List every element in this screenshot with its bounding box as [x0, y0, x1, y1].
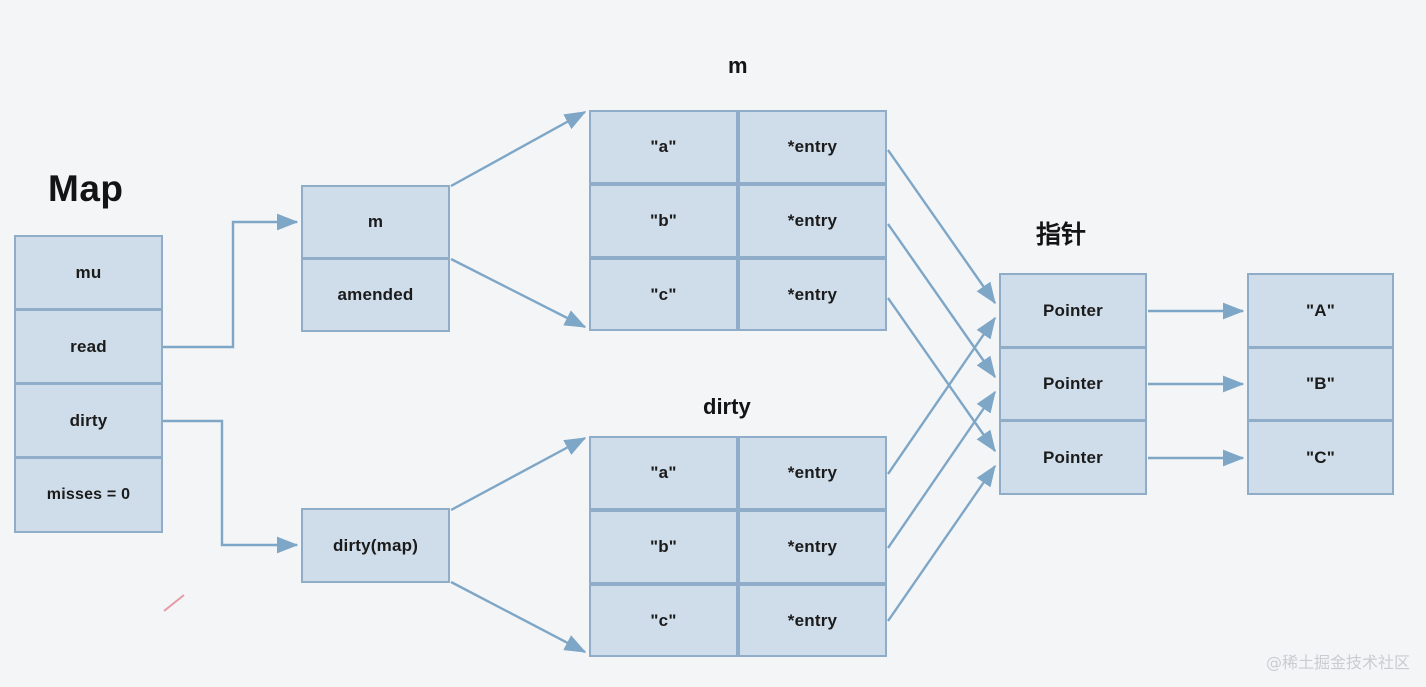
- map-field-mu[interactable]: mu: [14, 235, 163, 310]
- read-field-amended[interactable]: amended: [301, 258, 450, 332]
- m-table-row-0-key[interactable]: "a": [589, 110, 738, 184]
- value-cell-b[interactable]: "B": [1247, 347, 1394, 421]
- wire-dirtystruct-to-dirtytable-top: [450, 436, 587, 512]
- m-table-row-2-key[interactable]: "c": [589, 258, 738, 331]
- dirty-table-title: dirty: [703, 394, 751, 419]
- m-table-row-1-value[interactable]: *entry: [738, 184, 887, 258]
- wire-read-to-m-struct: [163, 213, 299, 349]
- wire-mstruct-to-mtable-bottom: [450, 257, 587, 329]
- dirty-table-row-2-key[interactable]: "c": [589, 584, 738, 657]
- dirty-field-dirtymap[interactable]: dirty(map): [301, 508, 450, 583]
- map-field-dirty[interactable]: dirty: [14, 383, 163, 458]
- pointer-cell-0[interactable]: Pointer: [999, 273, 1147, 348]
- map-field-read[interactable]: read: [14, 309, 163, 384]
- dirty-table-row-1-value[interactable]: *entry: [738, 510, 887, 584]
- site-watermark: @稀土掘金技术社区: [1265, 653, 1410, 672]
- m-table-row-0-value[interactable]: *entry: [738, 110, 887, 184]
- pointer-column-title: 指针: [1036, 220, 1087, 249]
- wire-m-entry-a-to-pointer-1: [887, 149, 996, 305]
- wire-dirtystruct-to-dirtytable-bottom: [450, 580, 587, 654]
- read-field-m[interactable]: m: [301, 185, 450, 259]
- m-table-row-1-key[interactable]: "b": [589, 184, 738, 258]
- wire-dirty-entry-c-to-pointer-3: [887, 464, 996, 622]
- wire-m-entry-c-to-pointer-3: [887, 297, 996, 453]
- wire-dirty-to-dirtymap-struct: [163, 419, 299, 554]
- map-title: Map: [48, 168, 124, 209]
- wire-dirty-entry-b-to-pointer-2: [887, 390, 996, 549]
- wire-m-entry-b-to-pointer-2: [887, 223, 996, 379]
- ink-scribble-mark: [163, 594, 185, 612]
- pointer-cell-1[interactable]: Pointer: [999, 347, 1147, 421]
- value-cell-c[interactable]: "C": [1247, 420, 1394, 495]
- wire-dirty-entry-a-to-pointer-1: [887, 316, 996, 475]
- m-table-row-2-value[interactable]: *entry: [738, 258, 887, 331]
- pointer-cell-2[interactable]: Pointer: [999, 420, 1147, 495]
- dirty-table-row-0-value[interactable]: *entry: [738, 436, 887, 510]
- dirty-table-row-0-key[interactable]: "a": [589, 436, 738, 510]
- dirty-table-row-2-value[interactable]: *entry: [738, 584, 887, 657]
- map-field-misses[interactable]: misses = 0: [14, 457, 163, 533]
- value-cell-a[interactable]: "A": [1247, 273, 1394, 348]
- m-table-title: m: [728, 53, 748, 78]
- dirty-table-row-1-key[interactable]: "b": [589, 510, 738, 584]
- wire-mstruct-to-mtable-top: [450, 110, 587, 188]
